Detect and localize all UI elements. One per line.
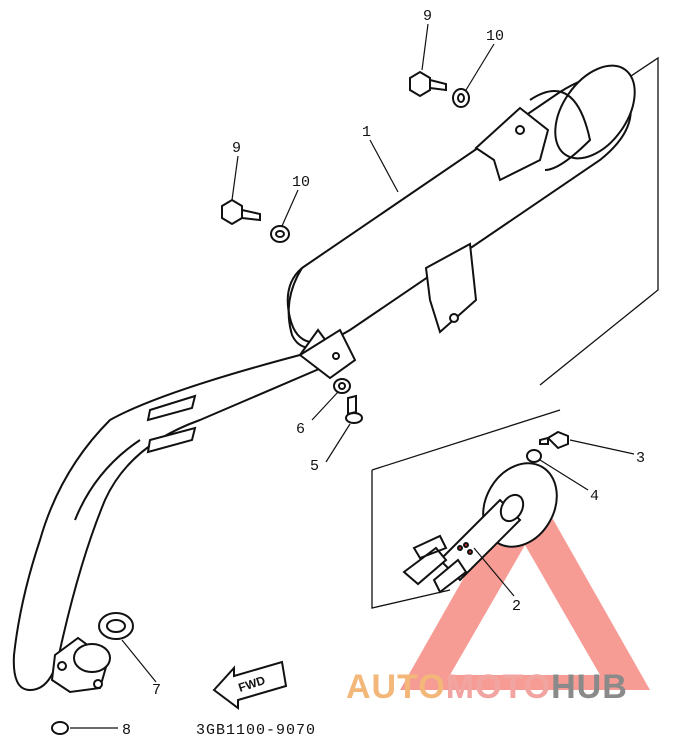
- upper-bracket: [474, 106, 550, 182]
- pipe-heat-guard-2: [146, 426, 197, 454]
- pipe-inner-line: [74, 439, 141, 521]
- pipe-joint-hole: [332, 352, 340, 360]
- part-code: 3GB1100-9070: [196, 722, 316, 739]
- arrester-fins: [402, 534, 468, 594]
- callout-6: 6: [296, 421, 305, 438]
- watermark-text: AUTOMOTOHUB: [346, 668, 628, 706]
- callout-8: 8: [122, 722, 131, 739]
- lower-bracket-hole: [449, 313, 459, 323]
- watermark-triangle: [400, 470, 650, 690]
- watermark-hub: HUB: [551, 668, 628, 706]
- callout-3: 3: [636, 450, 645, 467]
- flange-hole-left: [57, 661, 67, 671]
- screw-3: [539, 430, 569, 450]
- exhaust-flange: [50, 636, 111, 694]
- flange-port: [73, 643, 111, 673]
- washer-upper: [452, 88, 470, 108]
- detail-outline-2: [371, 470, 451, 609]
- bolt-upper: [409, 70, 447, 98]
- callout-9-lower: 9: [232, 140, 241, 157]
- callout-10-lower: 10: [292, 174, 310, 191]
- svg-text:AUTOMOTOHUB: AUTOMOTOHUB: [346, 668, 628, 706]
- callout-9-upper: 9: [423, 8, 432, 25]
- washer-lower: [270, 225, 290, 243]
- muffler-end-cap: [554, 64, 636, 160]
- leader-lines: [70, 23, 635, 729]
- nut: [51, 721, 69, 735]
- callout-7: 7: [152, 682, 161, 699]
- spark-arrester: [402, 462, 558, 594]
- callouts: 9 10 9 10 1 6 5 3 4 2 7 8: [122, 8, 645, 739]
- exhaust-pipe: [12, 328, 357, 692]
- gasket: [98, 612, 134, 640]
- fwd-arrow: FWD: [212, 660, 288, 710]
- callout-1: 1: [362, 124, 371, 141]
- muffler: [286, 64, 636, 349]
- upper-bracket-hole: [515, 125, 525, 135]
- pipe-heat-guard-1: [146, 394, 197, 422]
- pipe-joint-clamp: [298, 328, 357, 380]
- muffler-end-ring: [529, 90, 592, 171]
- assembly-outline: [539, 56, 659, 386]
- watermark-logo: [400, 470, 650, 690]
- flange-hole-right: [93, 679, 103, 689]
- detail-outline: [371, 409, 561, 471]
- pipe-body: [12, 328, 342, 692]
- callout-4: 4: [590, 488, 599, 505]
- washer-4: [526, 449, 542, 463]
- bolt-5: [345, 394, 363, 424]
- bolt-lower: [221, 198, 261, 226]
- callout-10-upper: 10: [486, 28, 504, 45]
- watermark-moto: MOTO: [446, 668, 551, 706]
- washer-6: [333, 378, 351, 394]
- callout-2: 2: [512, 598, 521, 615]
- watermark-auto: AUTO: [346, 668, 446, 706]
- callout-5: 5: [310, 458, 319, 475]
